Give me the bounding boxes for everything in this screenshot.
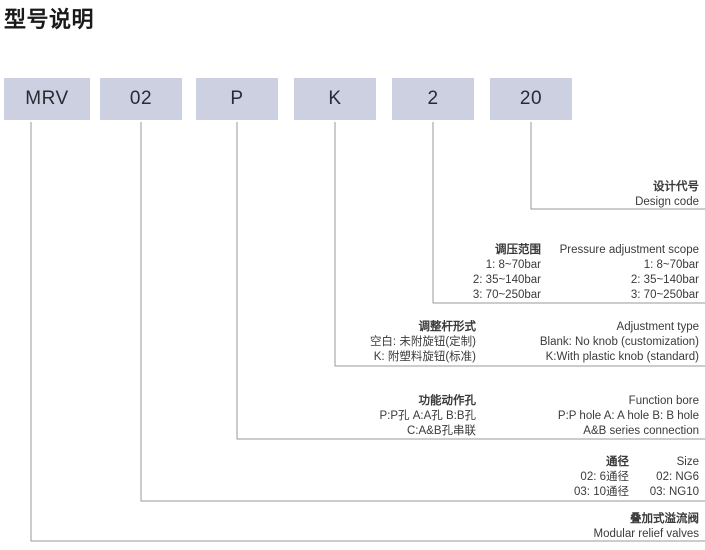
callout-function-bore-en-2: A&B series connection <box>583 425 699 437</box>
code-box-adjustment-type-value: K <box>328 88 342 109</box>
code-box-pressure-scope-value: 2 <box>427 88 439 109</box>
callout-adjustment-type-cn-1: 空白: 未附旋钮(定制) <box>369 336 476 348</box>
callout-design-code: 设计代号 Design code <box>635 180 699 210</box>
callout-pressure-scope-en-title: Pressure adjustment scope <box>559 244 699 256</box>
code-box-pressure-scope: 2 <box>392 78 474 120</box>
code-box-function-bore: P <box>196 78 278 120</box>
callout-function-bore-cn-2: C:A&B孔串联 <box>406 425 476 437</box>
callout-design-code-cn: 设计代号 <box>653 181 699 193</box>
callout-adjustment-type-cn-2: K: 附塑料旋钮(标准) <box>373 351 476 363</box>
callout-size-cn-1: 02: 6通径 <box>580 471 629 483</box>
callout-function-bore-en-title: Function bore <box>628 395 699 407</box>
callout-size-en-title: Size <box>676 456 699 468</box>
callout-adjustment-type: 调整杆形式 Adjustment type 空白: 未附旋钮(定制) Blank… <box>296 320 699 365</box>
callout-pressure-scope: 调压范围 Pressure adjustment scope 1: 8~70ba… <box>391 243 699 303</box>
callout-function-bore-cn-1: P:P孔 A:A孔 B:B孔 <box>379 410 477 422</box>
callout-pressure-scope-en-2: 2: 35~140bar <box>630 274 699 286</box>
callout-size-cn-2: 03: 10通径 <box>574 486 629 498</box>
callout-pressure-scope-cn-2: 2: 35~140bar <box>472 274 541 286</box>
callout-pressure-scope-cn-title: 调压范围 <box>495 244 541 256</box>
code-box-design-code: 20 <box>490 78 572 120</box>
callout-adjustment-type-en-1: Blank: No knob (customization) <box>539 336 699 348</box>
callout-size: 通径 Size 02: 6通径 02: NG6 03: 10通径 03: NG1… <box>519 455 699 500</box>
callout-pressure-scope-en-3: 3: 70~250bar <box>630 289 699 301</box>
code-box-design-code-value: 20 <box>519 88 543 109</box>
code-box-series: MRV <box>4 78 90 120</box>
code-box-function-bore-value: P <box>230 88 244 109</box>
page-title: 型号说明 <box>4 7 95 32</box>
callout-adjustment-type-en-title: Adjustment type <box>616 321 699 333</box>
callout-series: 叠加式溢流阀 Modular relief valves <box>594 512 699 542</box>
callout-size-en-1: 02: NG6 <box>656 471 699 483</box>
callout-pressure-scope-en-1: 1: 8~70bar <box>643 259 699 271</box>
callout-size-en-2: 03: NG10 <box>649 486 699 498</box>
leader-size <box>140 122 705 502</box>
code-box-adjustment-type: K <box>294 78 376 120</box>
code-box-series-value: MRV <box>25 88 69 109</box>
code-box-size: 02 <box>100 78 182 120</box>
callout-pressure-scope-cn-1: 1: 8~70bar <box>485 259 541 271</box>
callout-size-cn-title: 通径 <box>606 456 629 468</box>
code-box-size-value: 02 <box>129 88 153 109</box>
callout-function-bore: 功能动作孔 Function bore P:P孔 A:A孔 B:B孔 P:P h… <box>261 394 700 439</box>
callout-design-code-en: Design code <box>635 196 699 208</box>
callout-series-cn: 叠加式溢流阀 <box>630 513 699 525</box>
callout-function-bore-en-1: P:P hole A: A hole B: B hole <box>557 410 699 422</box>
callout-adjustment-type-cn-title: 调整杆形式 <box>418 321 477 333</box>
callout-pressure-scope-cn-3: 3: 70~250bar <box>472 289 541 301</box>
callout-series-en: Modular relief valves <box>593 528 699 540</box>
callout-function-bore-cn-title: 功能动作孔 <box>418 395 477 407</box>
callout-adjustment-type-en-2: K:With plastic knob (standard) <box>545 351 699 363</box>
